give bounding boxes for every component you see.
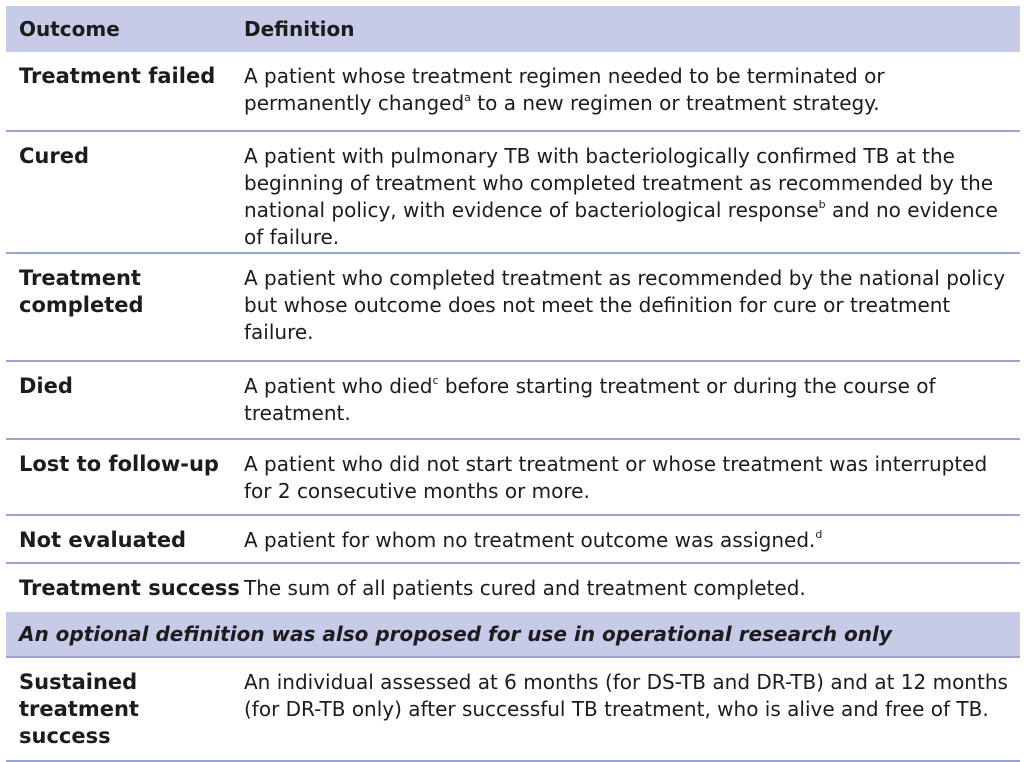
table-row: Died A patient who diedc before starting… (6, 362, 1020, 440)
outcome-cell: Died (19, 374, 73, 398)
table-row: Treatment success The sum of all patient… (6, 564, 1020, 612)
definition-text: A patient who completed treatment as rec… (244, 266, 1006, 344)
definition-text: An individual assessed at 6 months (for … (244, 670, 1008, 721)
outcome-cell: Sustained treatment success (19, 670, 139, 748)
table-row: Lost to follow-up A patient who did not … (6, 440, 1020, 516)
section-note: An optional definition was also proposed… (6, 612, 1020, 658)
definition-text: A patient who did not start treatment or… (244, 452, 988, 503)
treatment-outcomes-table: Outcome Definition Treatment failed A pa… (6, 6, 1020, 762)
definition-cell: A patient who completed treatment as rec… (244, 265, 1020, 360)
footnote-marker: c (432, 374, 439, 388)
outcome-cell: Treatment success (19, 576, 240, 600)
outcome-cell: Treatment failed (19, 64, 216, 88)
definition-cell: A patient with pulmonary TB with bacteri… (244, 143, 1020, 252)
outcome-cell: Treatment completed (19, 266, 144, 317)
definition-cell: A patient who diedc before starting trea… (244, 373, 1020, 438)
definition-text: A patient with pulmonary TB with bacteri… (244, 144, 994, 222)
outcome-cell: Cured (19, 144, 89, 168)
footnote-marker: a (464, 91, 471, 105)
definition-cell: An individual assessed at 6 months (for … (244, 669, 1020, 760)
table-row: Treatment failed A patient whose treatme… (6, 52, 1020, 132)
definition-cell: The sum of all patients cured and treatm… (244, 575, 1020, 612)
definition-cell: A patient for whom no treatment outcome … (244, 527, 1020, 562)
definition-text: A patient whose treatment regimen needed… (244, 64, 885, 115)
table-row: Cured A patient with pulmonary TB with b… (6, 132, 1020, 254)
table-row: Treatment completed A patient who comple… (6, 254, 1020, 362)
outcome-cell: Lost to follow-up (19, 452, 219, 476)
definition-text: and no evidence of failure. (244, 198, 998, 249)
table-header: Outcome Definition (6, 6, 1020, 52)
definition-text: to a new regimen or treatment strategy. (470, 91, 880, 115)
header-definition: Definition (244, 17, 355, 41)
footnote-marker: b (818, 198, 826, 212)
definition-cell: A patient who did not start treatment or… (244, 451, 1020, 514)
table-row: Sustained treatment success An individua… (6, 658, 1020, 762)
header-outcome: Outcome (19, 17, 120, 41)
definition-text: A patient for whom no treatment outcome … (244, 528, 816, 552)
table-row: Not evaluated A patient for whom no trea… (6, 516, 1020, 564)
definition-cell: A patient whose treatment regimen needed… (244, 63, 1020, 130)
definition-text: The sum of all patients cured and treatm… (244, 576, 806, 600)
definition-text: before starting treatment or during the … (244, 374, 936, 425)
outcome-cell: Not evaluated (19, 528, 187, 552)
footnote-marker: d (815, 528, 823, 542)
definition-text: A patient who died (244, 374, 433, 398)
